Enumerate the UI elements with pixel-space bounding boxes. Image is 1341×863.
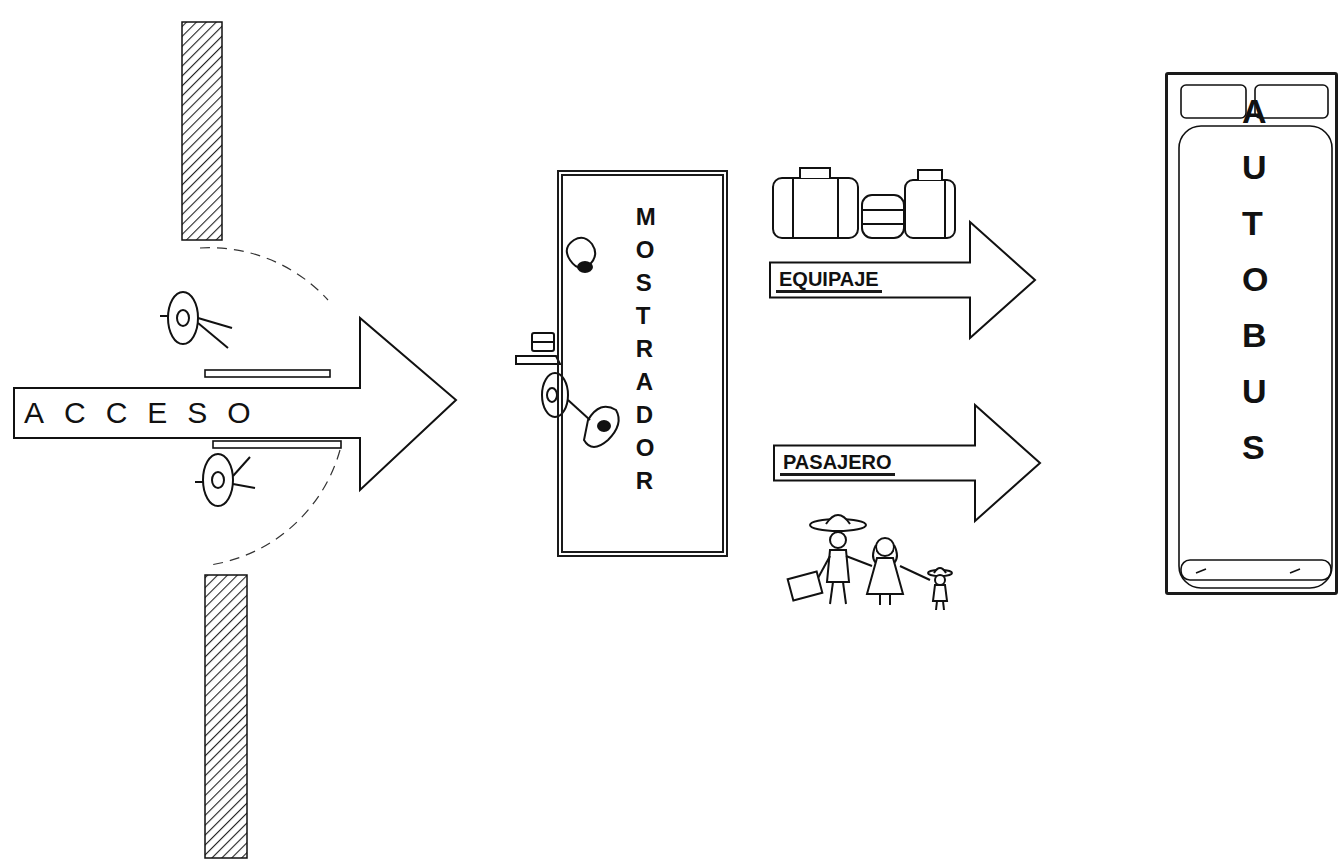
luggage-part — [862, 223, 904, 225]
person-top-view — [160, 292, 232, 348]
counter-staff-part — [547, 388, 557, 402]
wall-part — [205, 575, 247, 858]
luggage-part — [918, 170, 942, 180]
bus-details-part — [1181, 85, 1246, 118]
person-top-view-part — [212, 472, 224, 488]
family-figures-part — [846, 556, 872, 566]
person-top-view-part — [203, 454, 233, 506]
family-figures-part — [788, 571, 823, 600]
counter-staff-part — [532, 341, 554, 343]
counter-staff-part — [516, 356, 560, 364]
luggage-part — [792, 178, 794, 238]
person-top-view-part — [195, 481, 203, 483]
door-panel-part — [213, 441, 341, 448]
counter-staff-part — [598, 421, 610, 431]
family-figures-part — [830, 582, 833, 604]
luggage-part — [837, 178, 839, 238]
luggage-part — [862, 209, 904, 211]
person-top-view — [195, 454, 255, 506]
family-figures-part — [843, 582, 846, 604]
luggage-part — [773, 178, 858, 238]
luggage-part — [862, 195, 904, 238]
family-figures-part — [889, 594, 891, 605]
luggage — [773, 168, 955, 238]
family-figures-part — [827, 550, 849, 582]
person-top-view-part — [177, 310, 189, 326]
family-figures-part — [900, 566, 930, 580]
passenger-flow-arrow — [774, 405, 1040, 521]
family-figures-part — [879, 594, 881, 605]
door-swing-part — [200, 248, 328, 300]
counter-staff-part — [532, 333, 554, 351]
person-top-view-part — [198, 323, 228, 348]
bus-details-part — [1181, 560, 1331, 580]
family-figures-part — [876, 538, 894, 556]
counter-staff-part — [578, 262, 592, 272]
bus-box: AUTOBUS — [1165, 72, 1338, 595]
family-figures-part — [830, 532, 846, 548]
counter-staff-part — [584, 407, 619, 447]
flow-label: EQUIPAJE — [776, 268, 882, 293]
person-top-view-part — [168, 292, 198, 344]
access-label: ACCESO — [24, 397, 271, 429]
person-top-view-part — [233, 484, 255, 488]
access-arrow — [14, 318, 456, 490]
bus-details-part — [1255, 85, 1328, 118]
family-figures — [788, 515, 952, 610]
door-panel-part — [205, 370, 330, 377]
family-figures-part — [943, 601, 944, 610]
family-figures-part — [934, 568, 946, 573]
flow-label: PASAJERO — [780, 451, 895, 476]
wall — [182, 22, 247, 858]
counter-staff-part — [568, 400, 590, 420]
bus-details-part — [1196, 569, 1300, 573]
counter-staff-part — [542, 373, 568, 417]
luggage-part — [944, 180, 946, 238]
family-figures-part — [936, 601, 937, 610]
family-figures-part — [818, 556, 830, 578]
family-figures-part — [867, 558, 903, 594]
counter-staff — [516, 238, 619, 447]
node-text: AUTOBUS — [1242, 83, 1261, 475]
person-top-view-part — [160, 315, 168, 317]
counter-box: MOSTRADOR — [557, 170, 728, 557]
baggage-flow-arrow — [770, 222, 1035, 338]
family-figures-part — [826, 515, 850, 524]
family-figures-part — [933, 585, 947, 601]
person-top-view-part — [233, 457, 250, 476]
luggage-part — [800, 168, 830, 178]
family-figures-part — [935, 575, 945, 585]
wall-part — [182, 22, 222, 240]
bus-details-part — [1179, 126, 1332, 588]
luggage-part — [905, 180, 955, 238]
node-text: MOSTRADOR — [636, 200, 649, 497]
